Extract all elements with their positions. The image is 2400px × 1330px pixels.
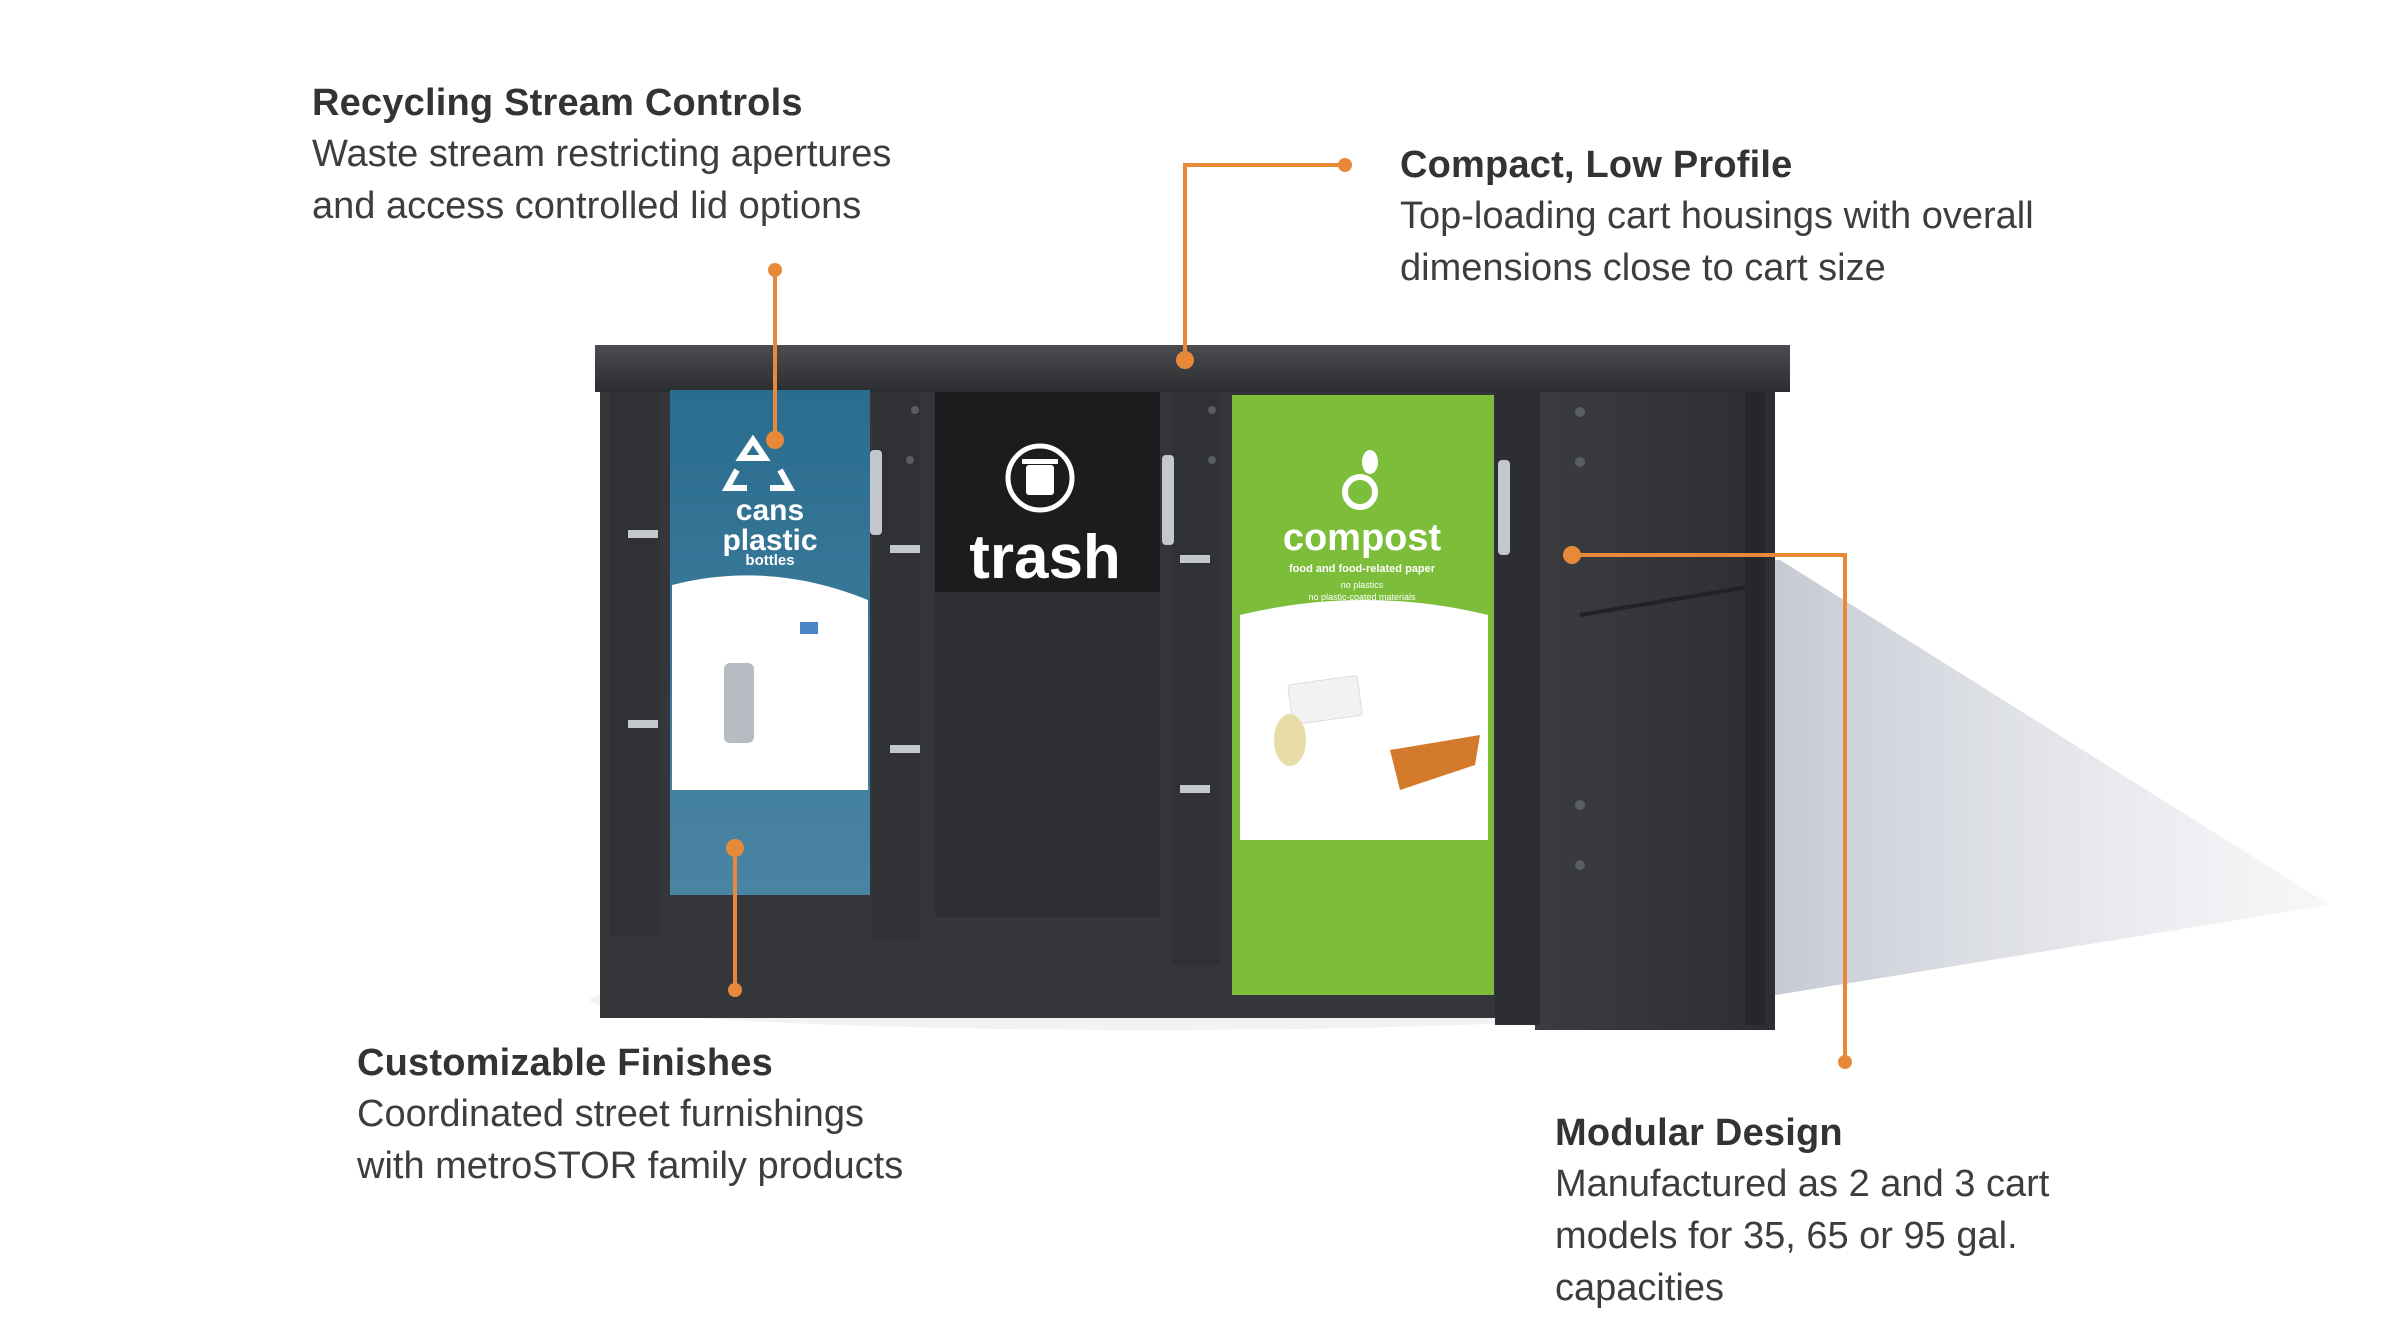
- callout-finishes: Customizable Finishes Coordinated street…: [357, 1038, 903, 1192]
- recycle-label-line1: cans: [736, 494, 804, 527]
- compost-sub2: no plastics: [1341, 580, 1384, 590]
- compost-label: compost: [1283, 517, 1442, 559]
- post: [1172, 385, 1220, 965]
- trash-label: trash: [969, 523, 1121, 592]
- callout-body-line: Manufactured as 2 and 3 cart: [1555, 1163, 2050, 1205]
- callout-body-line: Waste stream restricting apertures: [312, 133, 892, 175]
- callout-body-line: dimensions close to cart size: [1400, 247, 1886, 289]
- callout-line-modular: [1572, 553, 1847, 1062]
- callout-heading: Compact, Low Profile: [1400, 144, 1793, 186]
- callout-heading: Modular Design: [1555, 1112, 1843, 1154]
- housing-side-panel: [1535, 380, 1775, 1030]
- callout-compact: Compact, Low Profile Top-loading cart ho…: [1400, 140, 2034, 294]
- callout-body-line: and access controlled lid options: [312, 185, 862, 227]
- callout-heading: Recycling Stream Controls: [312, 82, 803, 124]
- recycle-label-line3: bottles: [745, 552, 794, 569]
- callout-body-line: Top-loading cart housings with overall: [1400, 195, 2034, 237]
- housing-lid: [595, 345, 1790, 392]
- callout-body-line: with metroSTOR family products: [357, 1145, 904, 1187]
- callout-body-line: Coordinated street furnishings: [357, 1093, 864, 1135]
- compost-leaf-icon: [1342, 450, 1378, 510]
- post: [610, 385, 660, 935]
- callout-body-line: capacities: [1555, 1267, 1724, 1309]
- recycle-icon: [721, 434, 796, 491]
- recycle-label-line2: plastic: [722, 524, 817, 557]
- callout-body-line: models for 35, 65 or 95 gal.: [1555, 1215, 2018, 1257]
- trash-can-icon: [1005, 443, 1075, 513]
- callout-heading: Customizable Finishes: [357, 1042, 773, 1084]
- callout-line-compact: [1183, 163, 1345, 360]
- callout-modular: Modular Design Manufactured as 2 and 3 c…: [1555, 1108, 2049, 1314]
- callout-recycling: Recycling Stream Controls Waste stream r…: [312, 78, 891, 232]
- compost-sub1: food and food-related paper: [1289, 563, 1436, 575]
- compost-sub3: no plastic-coated materials: [1308, 592, 1416, 602]
